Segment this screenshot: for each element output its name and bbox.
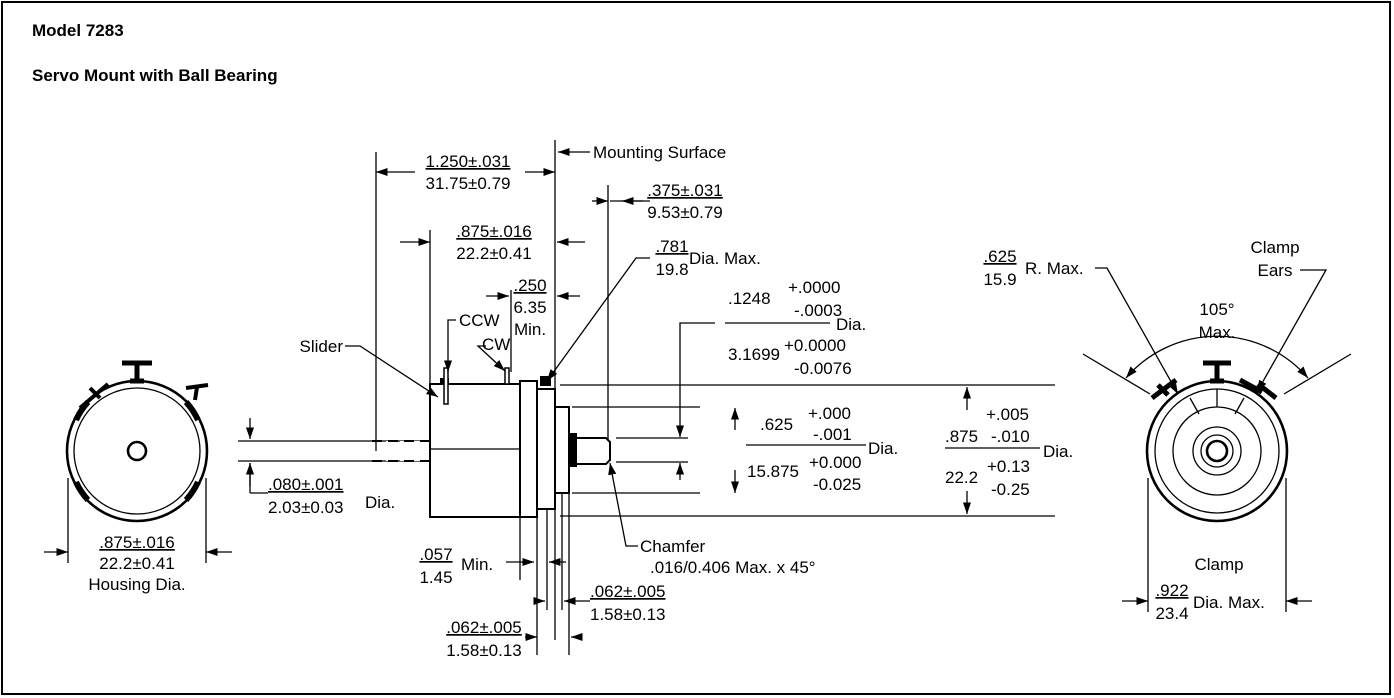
dim-057-mm: 1.45: [419, 568, 452, 587]
dim-781-mm: 19.8: [655, 260, 688, 279]
pilot-dia-in: .625: [760, 415, 793, 434]
pilot-dia-mm-tol-plus: +0.000: [809, 453, 861, 472]
dim-062-upper-mm: 1.58±0.13: [590, 605, 666, 624]
right-end-view: 105° Max. .625 15.9 R. Max. Clamp Ears C…: [983, 238, 1352, 623]
housing-dia-mm: 22.2±0.41: [99, 554, 175, 573]
shaft: [577, 437, 611, 465]
chamfer-spec: .016/0.406 Max. x 45°: [650, 558, 816, 577]
dim-781-label: Dia. Max.: [689, 249, 761, 268]
housing-inner-circle: [73, 387, 201, 515]
dim-062-upper-in: .062±.005: [590, 582, 666, 601]
bushing: [554, 406, 570, 494]
contact-band: [183, 399, 201, 422]
flange-dia-mm-tol-plus: +0.13: [987, 457, 1030, 476]
left-end-view: .875±.016 22.2±0.41 Housing Dia.: [44, 360, 232, 594]
flange-dia-mm: 22.2: [945, 468, 978, 487]
radius-label: R. Max.: [1025, 259, 1084, 278]
pilot-dia-label: Dia.: [868, 439, 898, 458]
clamp-ears-label-1: Clamp: [1250, 238, 1299, 257]
angle-max: Max.: [1199, 323, 1236, 342]
terminal-left: [78, 382, 110, 410]
dim-1250-mm: 31.75±0.79: [426, 174, 511, 193]
housing-dia-label: Housing Dia.: [88, 575, 185, 594]
slider-label: Slider: [300, 337, 344, 356]
terminal-cw: [504, 367, 510, 385]
terminal-left-right: [1150, 378, 1178, 400]
flange-dia-mm-tol-minus: -0.25: [991, 480, 1030, 499]
pilot-dia-mm: 15.875: [747, 462, 799, 481]
ccw-label: CCW: [459, 311, 500, 330]
terminal-right: [185, 383, 209, 401]
housing-body: [429, 383, 521, 518]
radius-mm: 15.9: [983, 270, 1016, 289]
dim-875-mm: 22.2±0.41: [456, 244, 532, 263]
model-title: Model 7283: [32, 21, 124, 40]
clamp-dia-label: Dia. Max.: [1193, 593, 1265, 612]
dim-062-lower-mm: 1.58±0.13: [446, 641, 522, 660]
clamp-ears-label-2: Ears: [1258, 261, 1293, 280]
terminal-ccw: [443, 367, 449, 405]
center-hole: [126, 440, 148, 462]
clamp-angle-arc: [1125, 335, 1309, 379]
shaft-dia-in-tol-minus: -.0003: [794, 301, 842, 320]
dim-875-in: .875±.016: [456, 222, 532, 241]
terminal-dia-in: .080±.001: [268, 475, 344, 494]
angle-value: 105°: [1199, 300, 1234, 319]
flange-dia-in-tol-minus: -.010: [991, 427, 1030, 446]
dim-375-in: .375±.031: [647, 181, 723, 200]
shaft-dia-in-tol-plus: +.0000: [788, 278, 840, 297]
mount-subtitle: Servo Mount with Ball Bearing: [32, 66, 278, 85]
terminal-dia-mm: 2.03±0.03: [268, 498, 344, 517]
dim-250-in: .250: [513, 276, 546, 295]
shaft-dia-mm: 3.1699: [728, 345, 780, 364]
dim-057-min: Min.: [461, 555, 493, 574]
bushing-circle: [1172, 406, 1262, 496]
flange-2: [536, 388, 556, 510]
contact-band: [73, 480, 91, 503]
shaft-dia-mm-tol-plus: +0.0000: [784, 336, 846, 355]
pilot-circle: [1192, 426, 1242, 476]
clamp-dia-mm: 23.4: [1155, 604, 1188, 623]
terminal-top: [122, 360, 152, 384]
dim-375-mm: 9.53±0.79: [647, 203, 723, 222]
dim-250-min: Min.: [514, 320, 546, 339]
shaft-end: [1205, 439, 1229, 463]
pilot-dia-in-tol-minus: -.001: [813, 425, 852, 444]
pilot-dia-in-tol-plus: +.000: [808, 404, 851, 423]
chamfer-label: Chamfer: [640, 537, 706, 556]
terminal-dia-label: Dia.: [365, 493, 395, 512]
contact-band: [183, 480, 201, 503]
dim-1250-in: 1.250±.031: [426, 152, 511, 171]
shaft-dia-in: .1248: [728, 289, 771, 308]
nut-circle: [1200, 434, 1234, 468]
flange-1: [519, 380, 538, 518]
side-view: Mounting Surface 1.250±.031 31.75±0.79 .…: [238, 140, 1073, 660]
radius-in: .625: [983, 247, 1016, 266]
dim-057-in: .057: [419, 545, 452, 564]
housing-dia-in: .875±.016: [99, 533, 175, 552]
bearing-top: [540, 376, 551, 386]
clamp-label: Clamp: [1194, 555, 1243, 574]
flange-dia-label: Dia.: [1043, 442, 1073, 461]
mounting-surface-label: Mounting Surface: [593, 143, 726, 162]
flange-dia-in: .875: [945, 427, 978, 446]
terminal-top-right: [1203, 360, 1231, 384]
clamp-dia-in: .922: [1155, 581, 1188, 600]
cw-label: CW: [482, 335, 510, 354]
dim-062-lower-in: .062±.005: [446, 618, 522, 637]
shaft-dia-mm-tol-minus: -0.0076: [794, 359, 852, 378]
flange-dia-in-tol-plus: +.005: [986, 405, 1029, 424]
dim-781-in: .781: [655, 237, 688, 256]
pilot-dia-mm-tol-minus: -0.025: [813, 475, 861, 494]
dim-250-mm: 6.35: [513, 298, 546, 317]
shaft-dia-label: Dia.: [836, 315, 866, 334]
bearing: [569, 433, 577, 467]
